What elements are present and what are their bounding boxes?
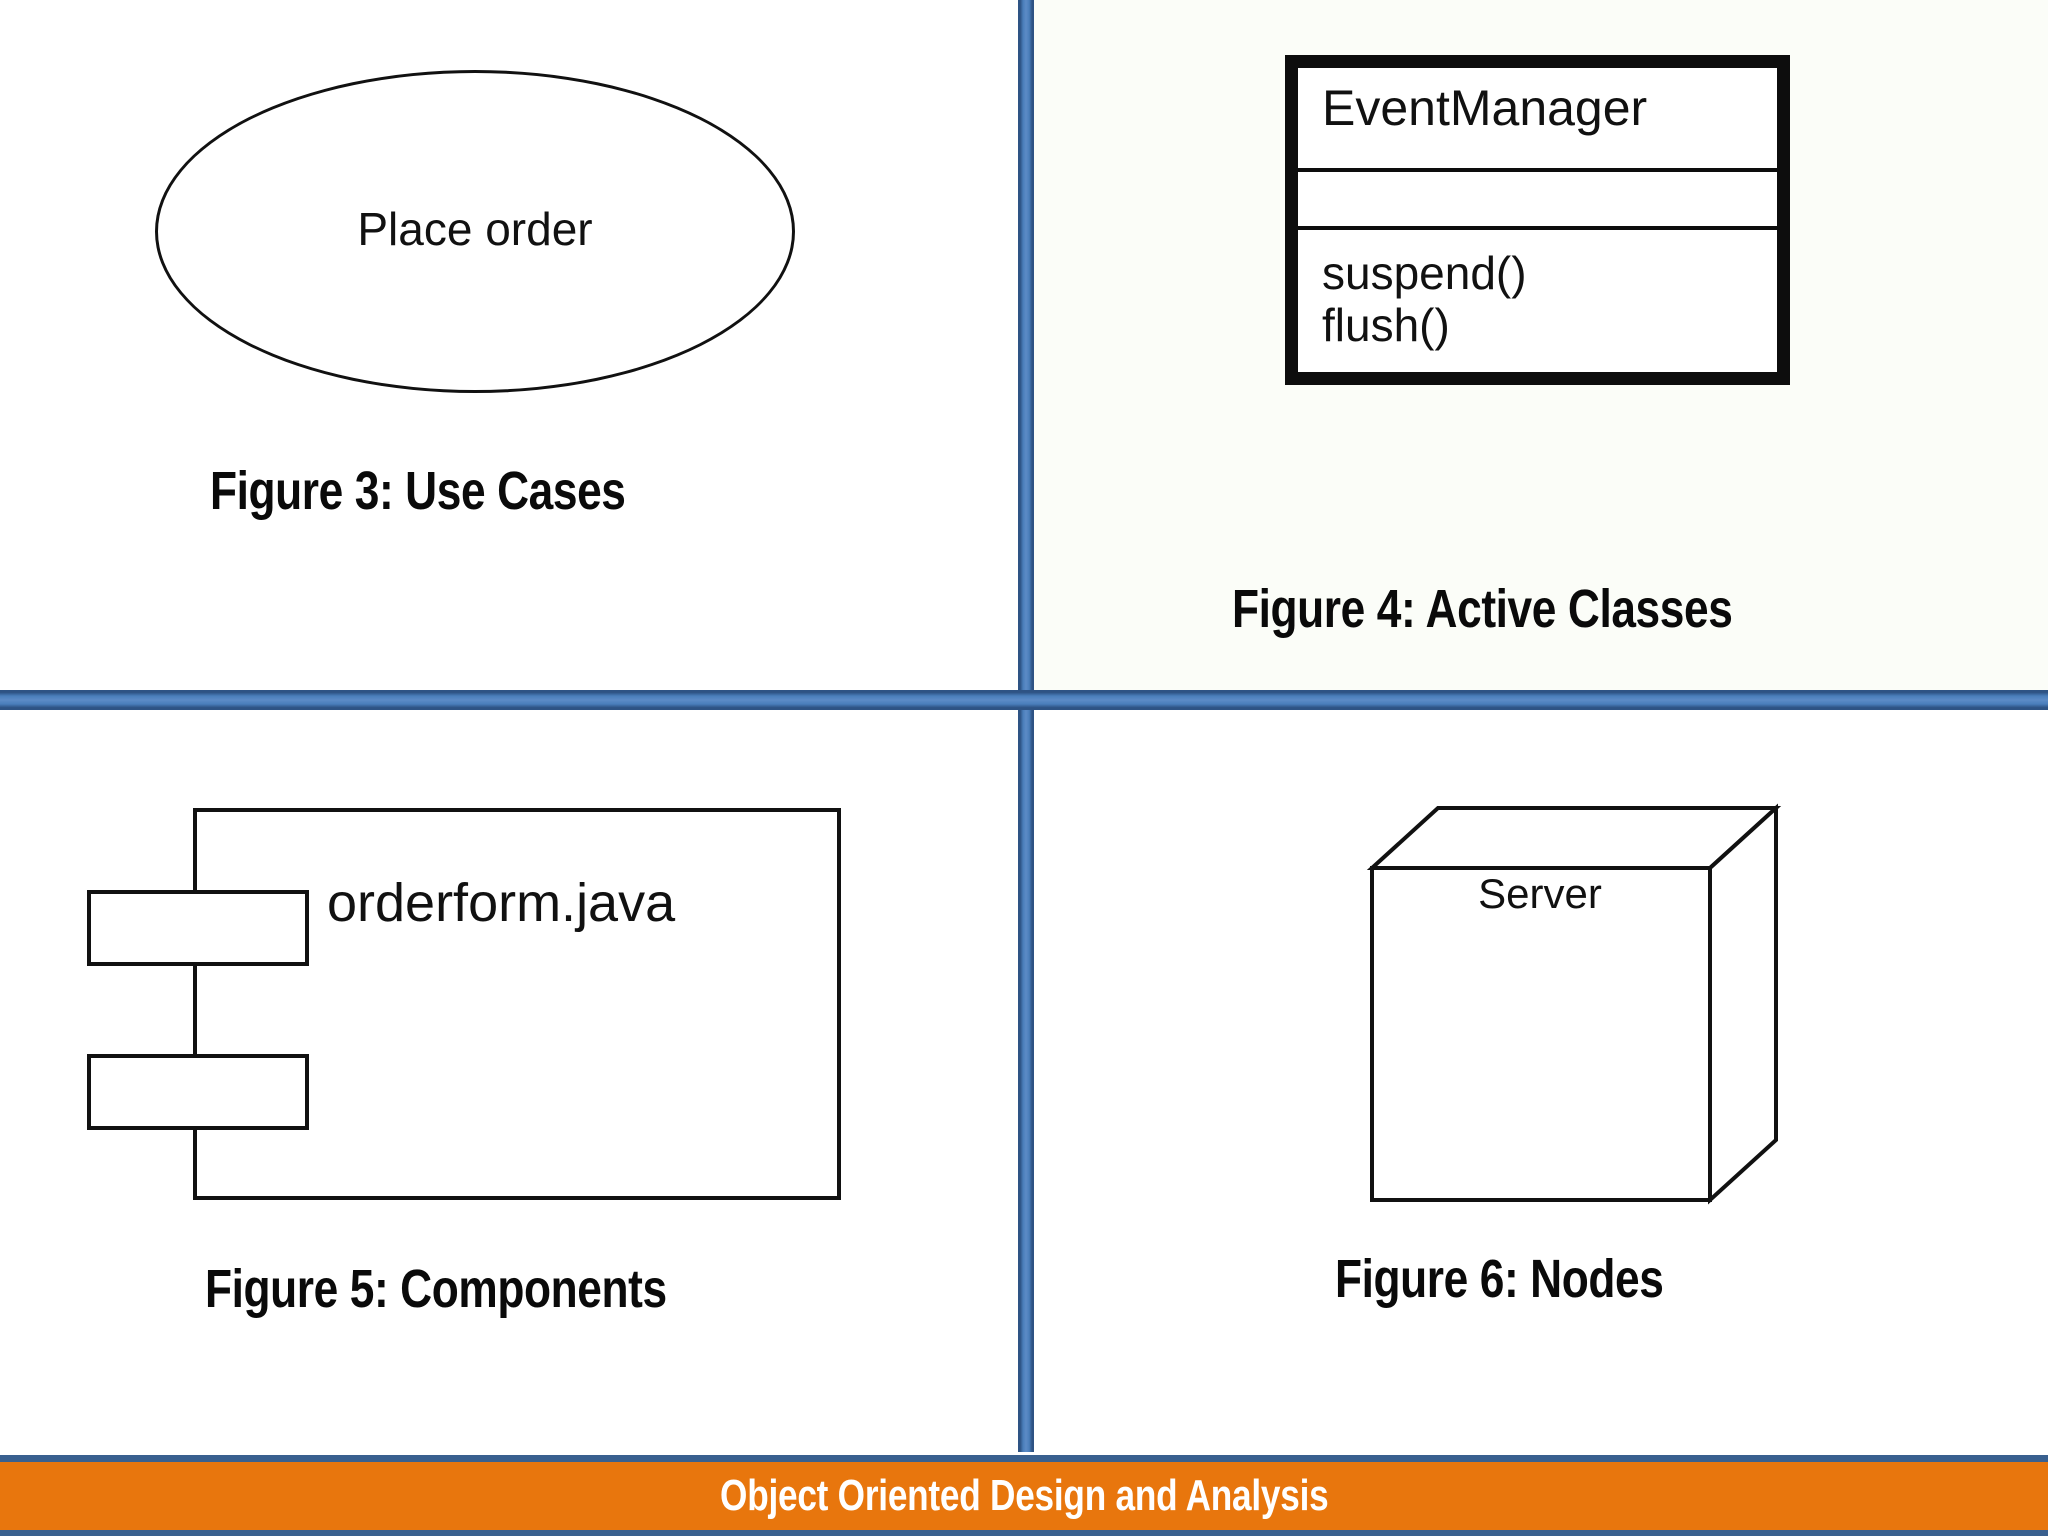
footer-bar: Object Oriented Design and Analysis [0,1455,2048,1536]
node-cube-figure: Server [1360,800,1840,1230]
caption-figure-3: Figure 3: Use Cases [210,461,626,521]
class-name-label: EventManager [1322,80,1648,136]
active-class-box: EventManager suspend() flush() [1285,55,1790,385]
caption-figure-4: Figure 4: Active Classes [1232,579,1733,639]
node-cube-icon [1366,803,1782,1205]
component-tab-upper [87,890,309,966]
class-operation-flush: flush() [1322,298,1450,351]
component-tab-lower [87,1054,309,1130]
node-label: Server [1478,870,1602,917]
component-label: orderform.java [327,873,676,933]
caption-figure-5: Figure 5: Components [205,1259,667,1319]
divider-horizontal [0,690,2048,710]
class-operation-suspend: suspend() [1322,247,1527,299]
class-attributes-compartment [1298,172,1777,230]
use-case-label: Place order [357,202,593,255]
footer-title: Object Oriented Design and Analysis [719,1471,1329,1520]
divider-vertical [1018,0,1034,1452]
component-figure: orderform.java [87,800,847,1210]
class-operations-compartment: suspend() flush() [1298,230,1777,372]
class-name-compartment: EventManager [1298,68,1777,172]
use-case-ellipse: Place order [155,70,795,393]
component-body-rectangle [193,808,841,1200]
caption-figure-6: Figure 6: Nodes [1335,1249,1664,1309]
